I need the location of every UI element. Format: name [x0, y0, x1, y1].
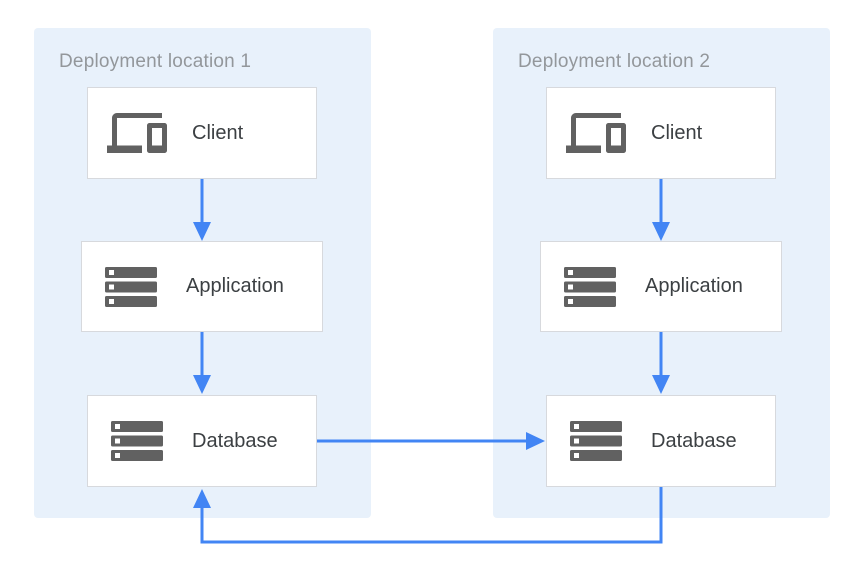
group-title: Deployment location 2	[518, 51, 711, 72]
servers-icon	[104, 421, 170, 461]
group-title: Deployment location 1	[59, 51, 252, 72]
node-database-2: Database	[546, 395, 776, 487]
servers-icon	[557, 266, 623, 307]
node-client-2: Client	[546, 87, 776, 179]
node-application-2: Application	[540, 241, 782, 332]
node-application-1: Application	[81, 241, 323, 332]
devices-icon	[563, 103, 629, 163]
node-database-1: Database	[87, 395, 317, 487]
node-label: Client	[651, 121, 703, 144]
node-label: Database	[192, 429, 278, 452]
node-label: Database	[651, 429, 737, 452]
servers-icon	[563, 421, 629, 461]
node-client-1: Client	[87, 87, 317, 179]
devices-icon	[104, 103, 170, 163]
node-label: Application	[186, 275, 284, 297]
node-label: Client	[192, 121, 244, 144]
node-label: Application	[645, 275, 743, 297]
servers-icon	[98, 266, 164, 307]
